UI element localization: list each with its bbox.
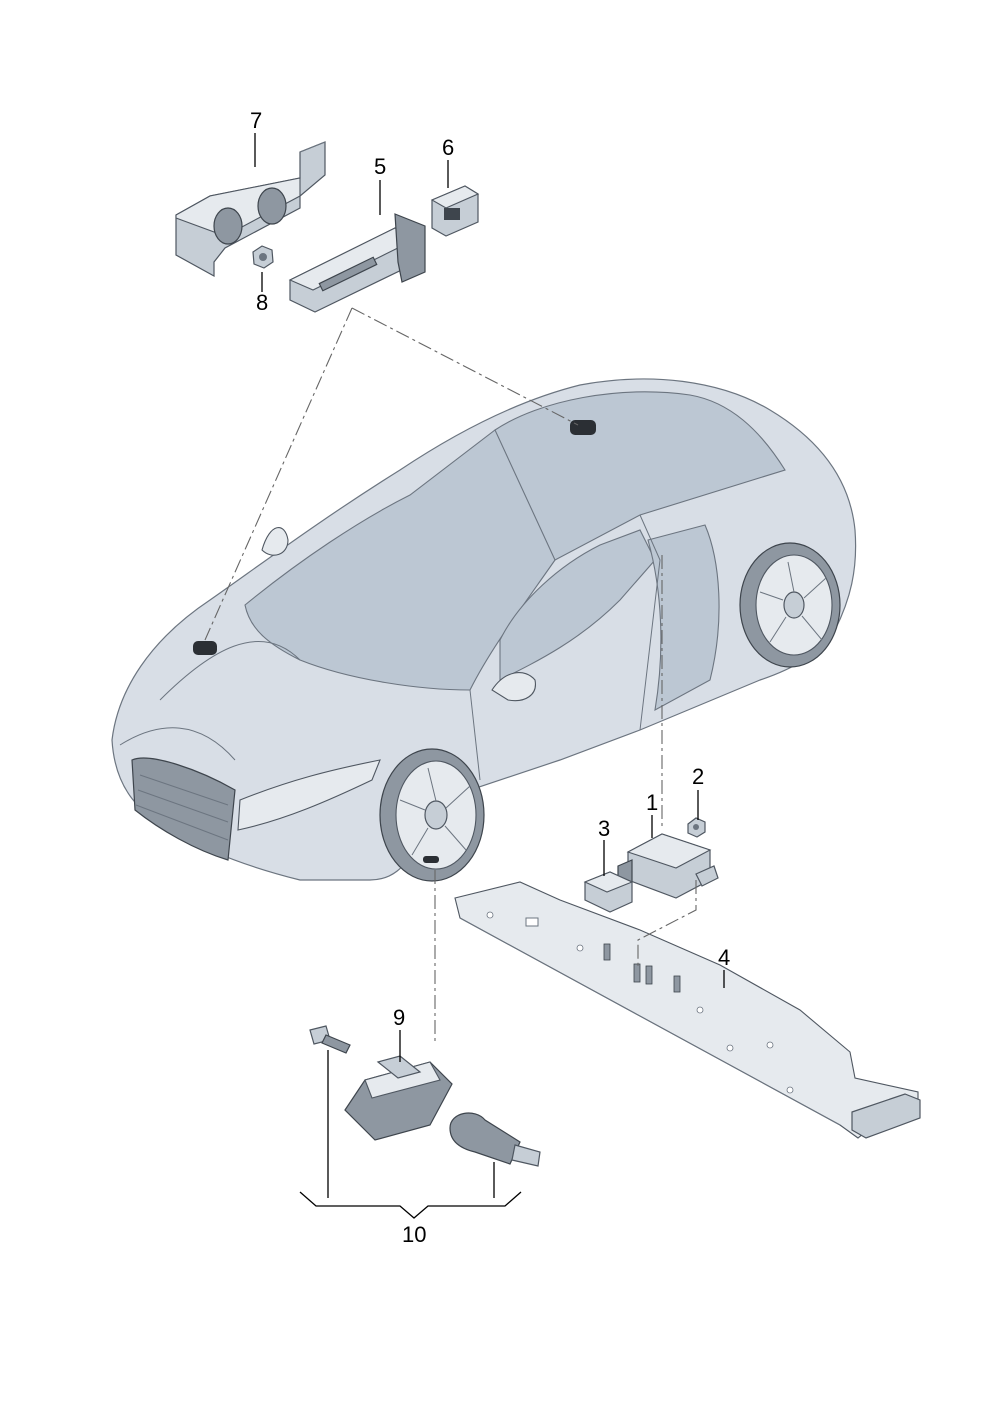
part-3-bracket [583, 871, 634, 913]
connection-lines [204, 307, 697, 1045]
wheel-sensor-mark [423, 856, 439, 863]
part-5-antenna [288, 213, 426, 313]
part-10-screw [309, 1025, 351, 1054]
part-1-control-unit [617, 833, 719, 899]
rear-wheel [739, 542, 841, 668]
leader-lines [254, 133, 725, 1219]
part-6-connector [430, 185, 480, 237]
callout-4: 4 [718, 945, 730, 970]
car-rear-window [494, 391, 786, 561]
car-illustration [111, 378, 857, 882]
callout-9: 9 [393, 1005, 405, 1030]
roof-antenna-mark [570, 420, 596, 435]
callout-10: 10 [402, 1222, 426, 1247]
car-mirror [491, 672, 536, 702]
part-10-valve [449, 1112, 541, 1167]
part-8-nut [252, 245, 274, 269]
part-9-tpms-sensor [344, 1055, 453, 1141]
front-wheel [379, 748, 485, 882]
car-side-blade [647, 524, 720, 712]
callout-8: 8 [256, 290, 268, 315]
callout-3: 3 [598, 816, 610, 841]
callout-6: 6 [442, 135, 454, 160]
part-4-mounting-plate [454, 881, 921, 1139]
car-grille [131, 757, 236, 861]
part-7-bracket [175, 141, 326, 278]
callout-labels: 1 2 3 4 5 6 7 8 9 10 [250, 108, 730, 1247]
callout-7: 7 [250, 108, 262, 133]
part-2-nut [687, 817, 706, 838]
front-antenna-mark [193, 641, 217, 655]
callout-5: 5 [374, 154, 386, 179]
car-side-window [499, 529, 656, 681]
callout-2: 2 [692, 764, 704, 789]
callout-1: 1 [646, 790, 658, 815]
